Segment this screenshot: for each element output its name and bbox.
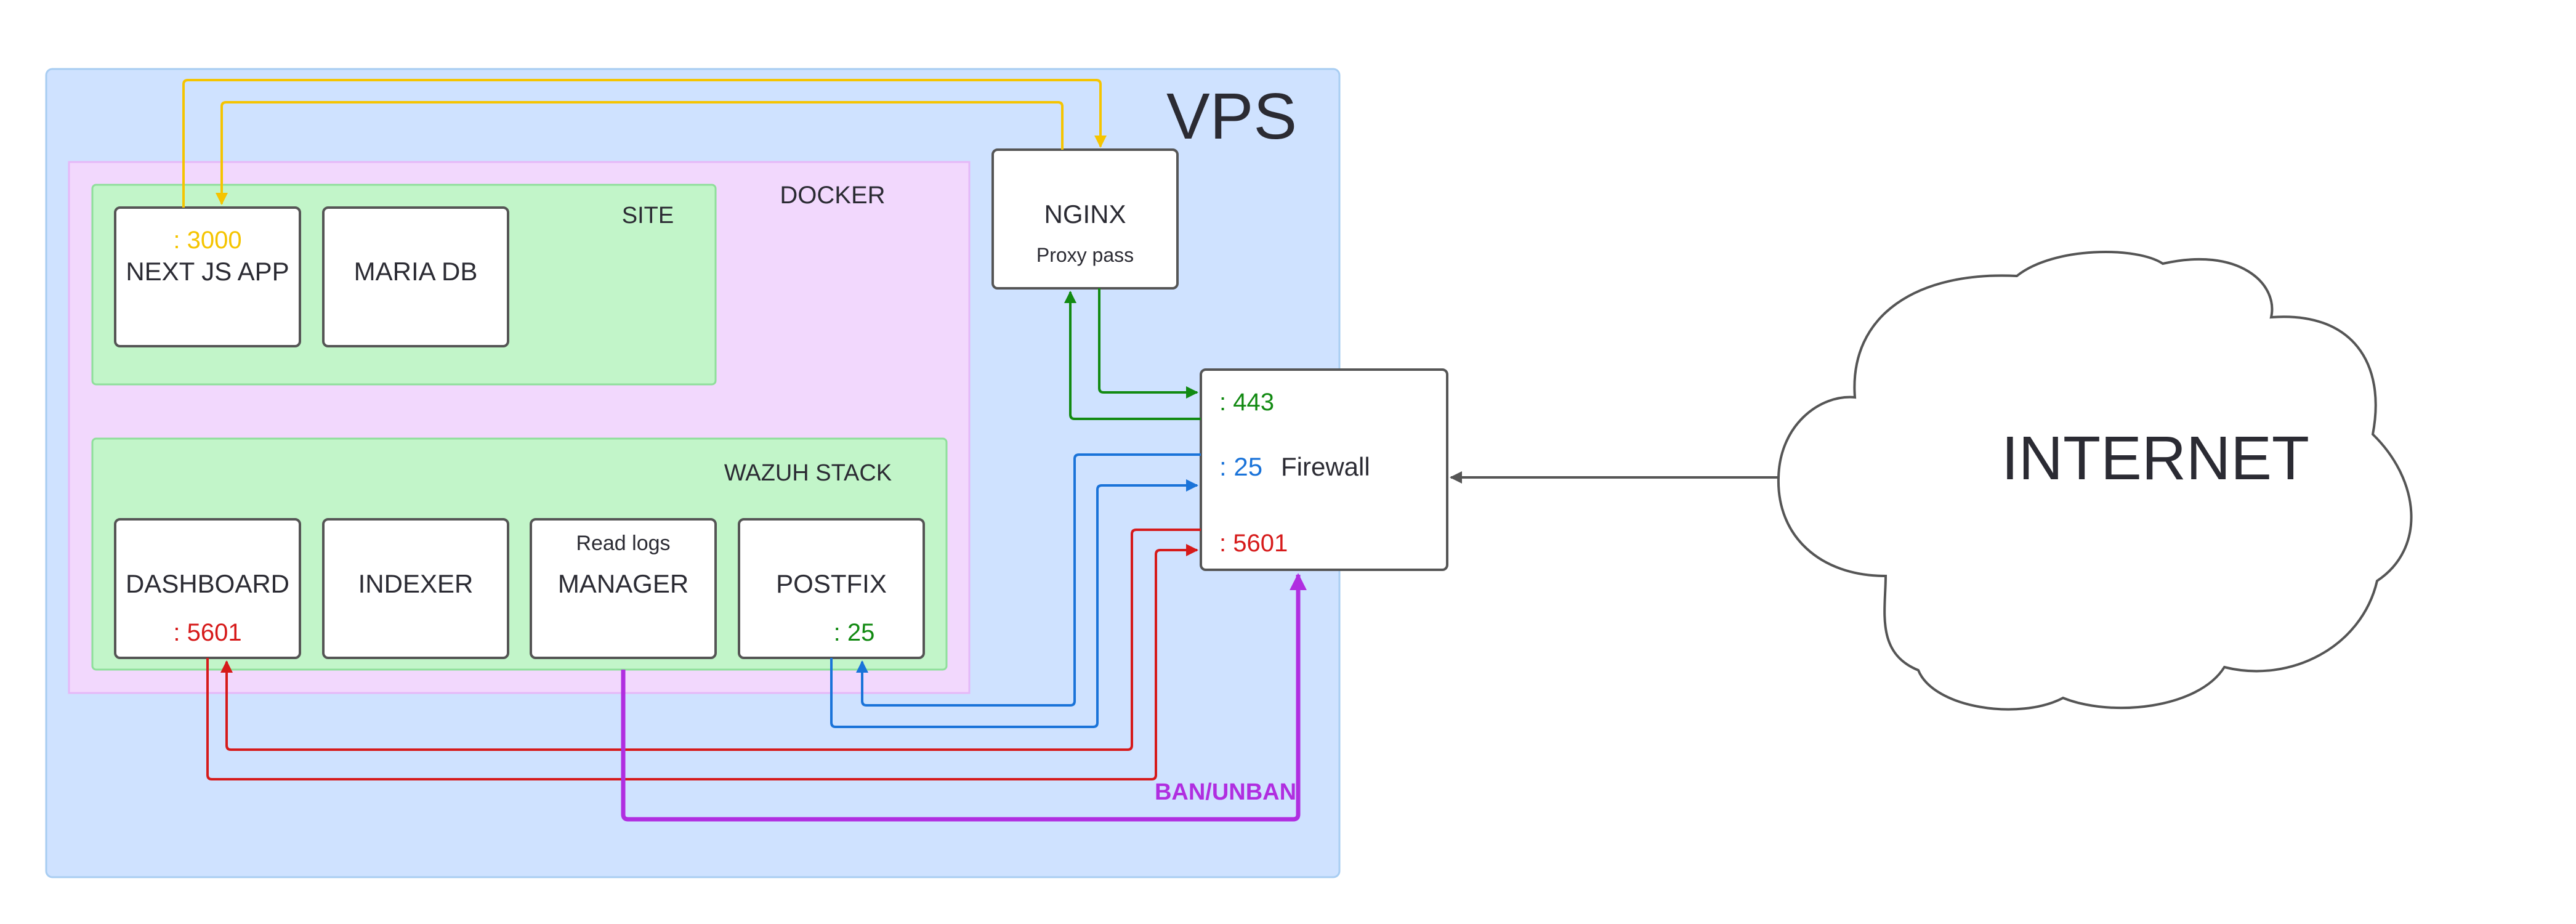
wazuh-stack-label: WAZUH STACK — [724, 460, 892, 486]
edge-manager-ban-unban — [621, 573, 1307, 822]
docker-label: DOCKER — [780, 182, 885, 209]
edge-nginx-to-firewall — [1098, 288, 1198, 399]
edge-nextjs-to-nginx — [182, 79, 1107, 208]
edge-firewall-to-postfix — [856, 453, 1201, 707]
mariadb-label: MARIA DB — [354, 257, 478, 286]
postfix-port-label: : 25 — [834, 619, 875, 646]
firewall-port-25: : 25 — [1219, 452, 1262, 481]
internet-label: INTERNET — [2001, 424, 2309, 493]
edge-firewall-to-nginx — [1064, 291, 1201, 420]
firewall-port-5601: : 5601 — [1219, 530, 1288, 557]
site-label: SITE — [622, 203, 674, 229]
firewall-node — [1200, 368, 1448, 571]
dashboard-label: DASHBOARD — [126, 569, 289, 598]
internet-cloud — [1777, 251, 2413, 711]
indexer-node — [322, 518, 509, 659]
manager-note: Read logs — [576, 532, 670, 555]
edge-firewall-to-dashboard — [220, 529, 1201, 751]
indexer-label: INDEXER — [358, 569, 474, 598]
manager-label: MANAGER — [558, 569, 688, 598]
edge-nginx-to-nextjs — [216, 101, 1064, 205]
nextjs-label: NEXT JS APP — [126, 257, 289, 286]
nextjs-port-label: : 3000 — [173, 227, 241, 254]
postfix-label: POSTFIX — [776, 569, 887, 598]
dashboard-port-label: : 5601 — [173, 619, 241, 646]
edge-postfix-to-firewall — [830, 479, 1198, 728]
nginx-label: NGINX — [1044, 200, 1126, 229]
nextjs-app-node — [114, 206, 301, 347]
wazuh-stack-group — [91, 437, 948, 671]
mariadb-node — [322, 206, 509, 347]
firewall-port-443: : 443 — [1219, 389, 1274, 416]
edge-dashboard-to-firewall — [206, 544, 1198, 780]
vps-label: VPS — [1166, 80, 1297, 153]
nginx-node — [991, 148, 1179, 290]
firewall-label: Firewall — [1281, 452, 1370, 481]
manager-node — [530, 518, 717, 659]
nginx-sublabel: Proxy pass — [1036, 244, 1134, 266]
ban-unban-label: BAN/UNBAN — [1155, 779, 1296, 805]
